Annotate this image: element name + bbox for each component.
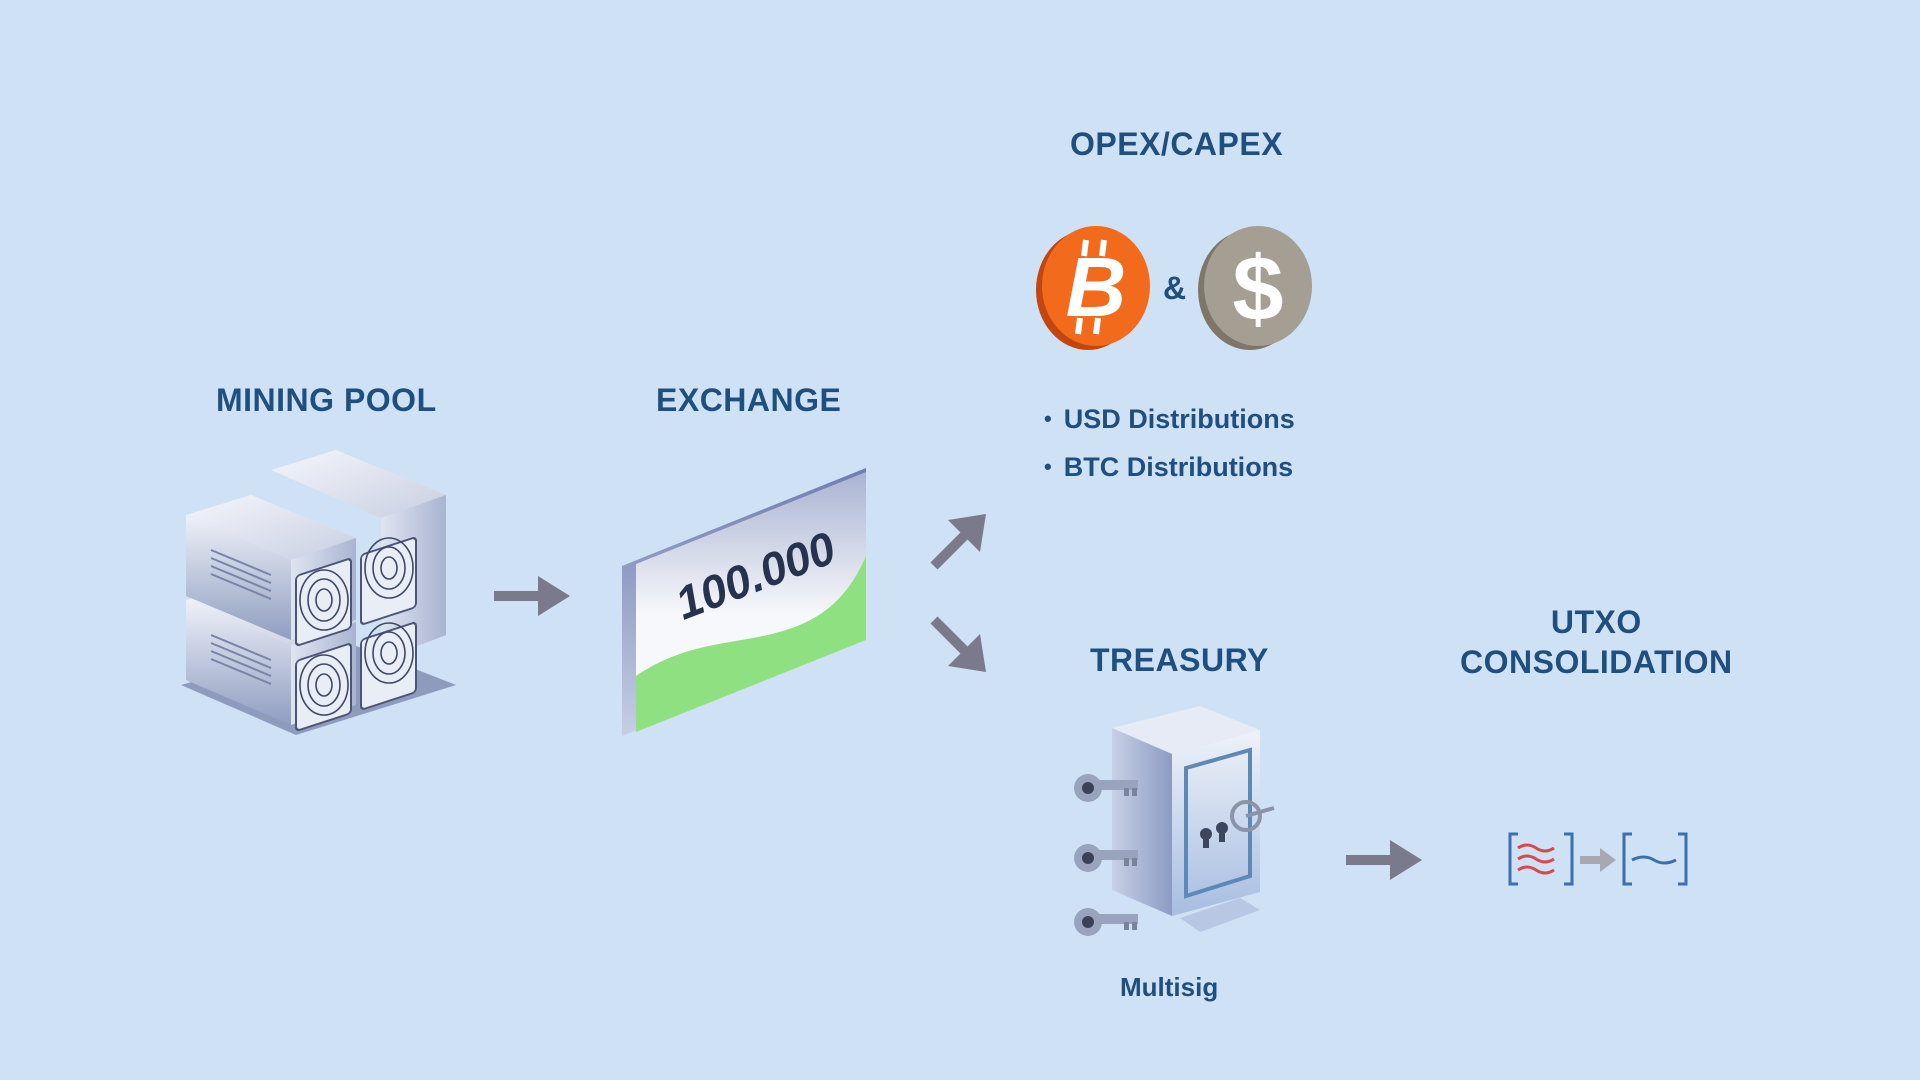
exchange-label: EXCHANGE (656, 382, 842, 418)
bitcoin-coin-icon: B (1036, 226, 1150, 350)
exchange-card-icon (622, 468, 866, 736)
list-item: BTC Distributions (1044, 444, 1295, 492)
utxo-label-line1: UTXO (1550, 604, 1642, 640)
arrow-icon (1346, 840, 1422, 880)
distribution-list: USD Distributions BTC Distributions (1044, 396, 1295, 492)
utxo-consolidation-icon (1508, 832, 1688, 886)
key-icon (1074, 844, 1138, 872)
dollar-coin-icon: $ (1198, 226, 1312, 350)
safe-vault-icon (1112, 706, 1275, 932)
arrow-icon (930, 616, 986, 672)
mining-pool-label: MINING POOL (216, 382, 437, 418)
list-item: USD Distributions (1044, 396, 1295, 444)
ampersand-text: & (1163, 270, 1187, 306)
arrow-icon (494, 576, 570, 616)
multisig-caption: Multisig (1120, 972, 1219, 1002)
utxo-label: UTXO CONSOLIDATION (1460, 602, 1733, 682)
arrow-icon (930, 514, 986, 570)
key-icon (1074, 908, 1138, 936)
server-rack-icon (181, 450, 456, 735)
opex-capex-label: OPEX/CAPEX (1070, 126, 1284, 162)
treasury-label: TREASURY (1090, 642, 1269, 678)
key-icon (1074, 774, 1138, 802)
utxo-label-line2: CONSOLIDATION (1460, 644, 1733, 680)
svg-text:$: $ (1232, 238, 1283, 340)
